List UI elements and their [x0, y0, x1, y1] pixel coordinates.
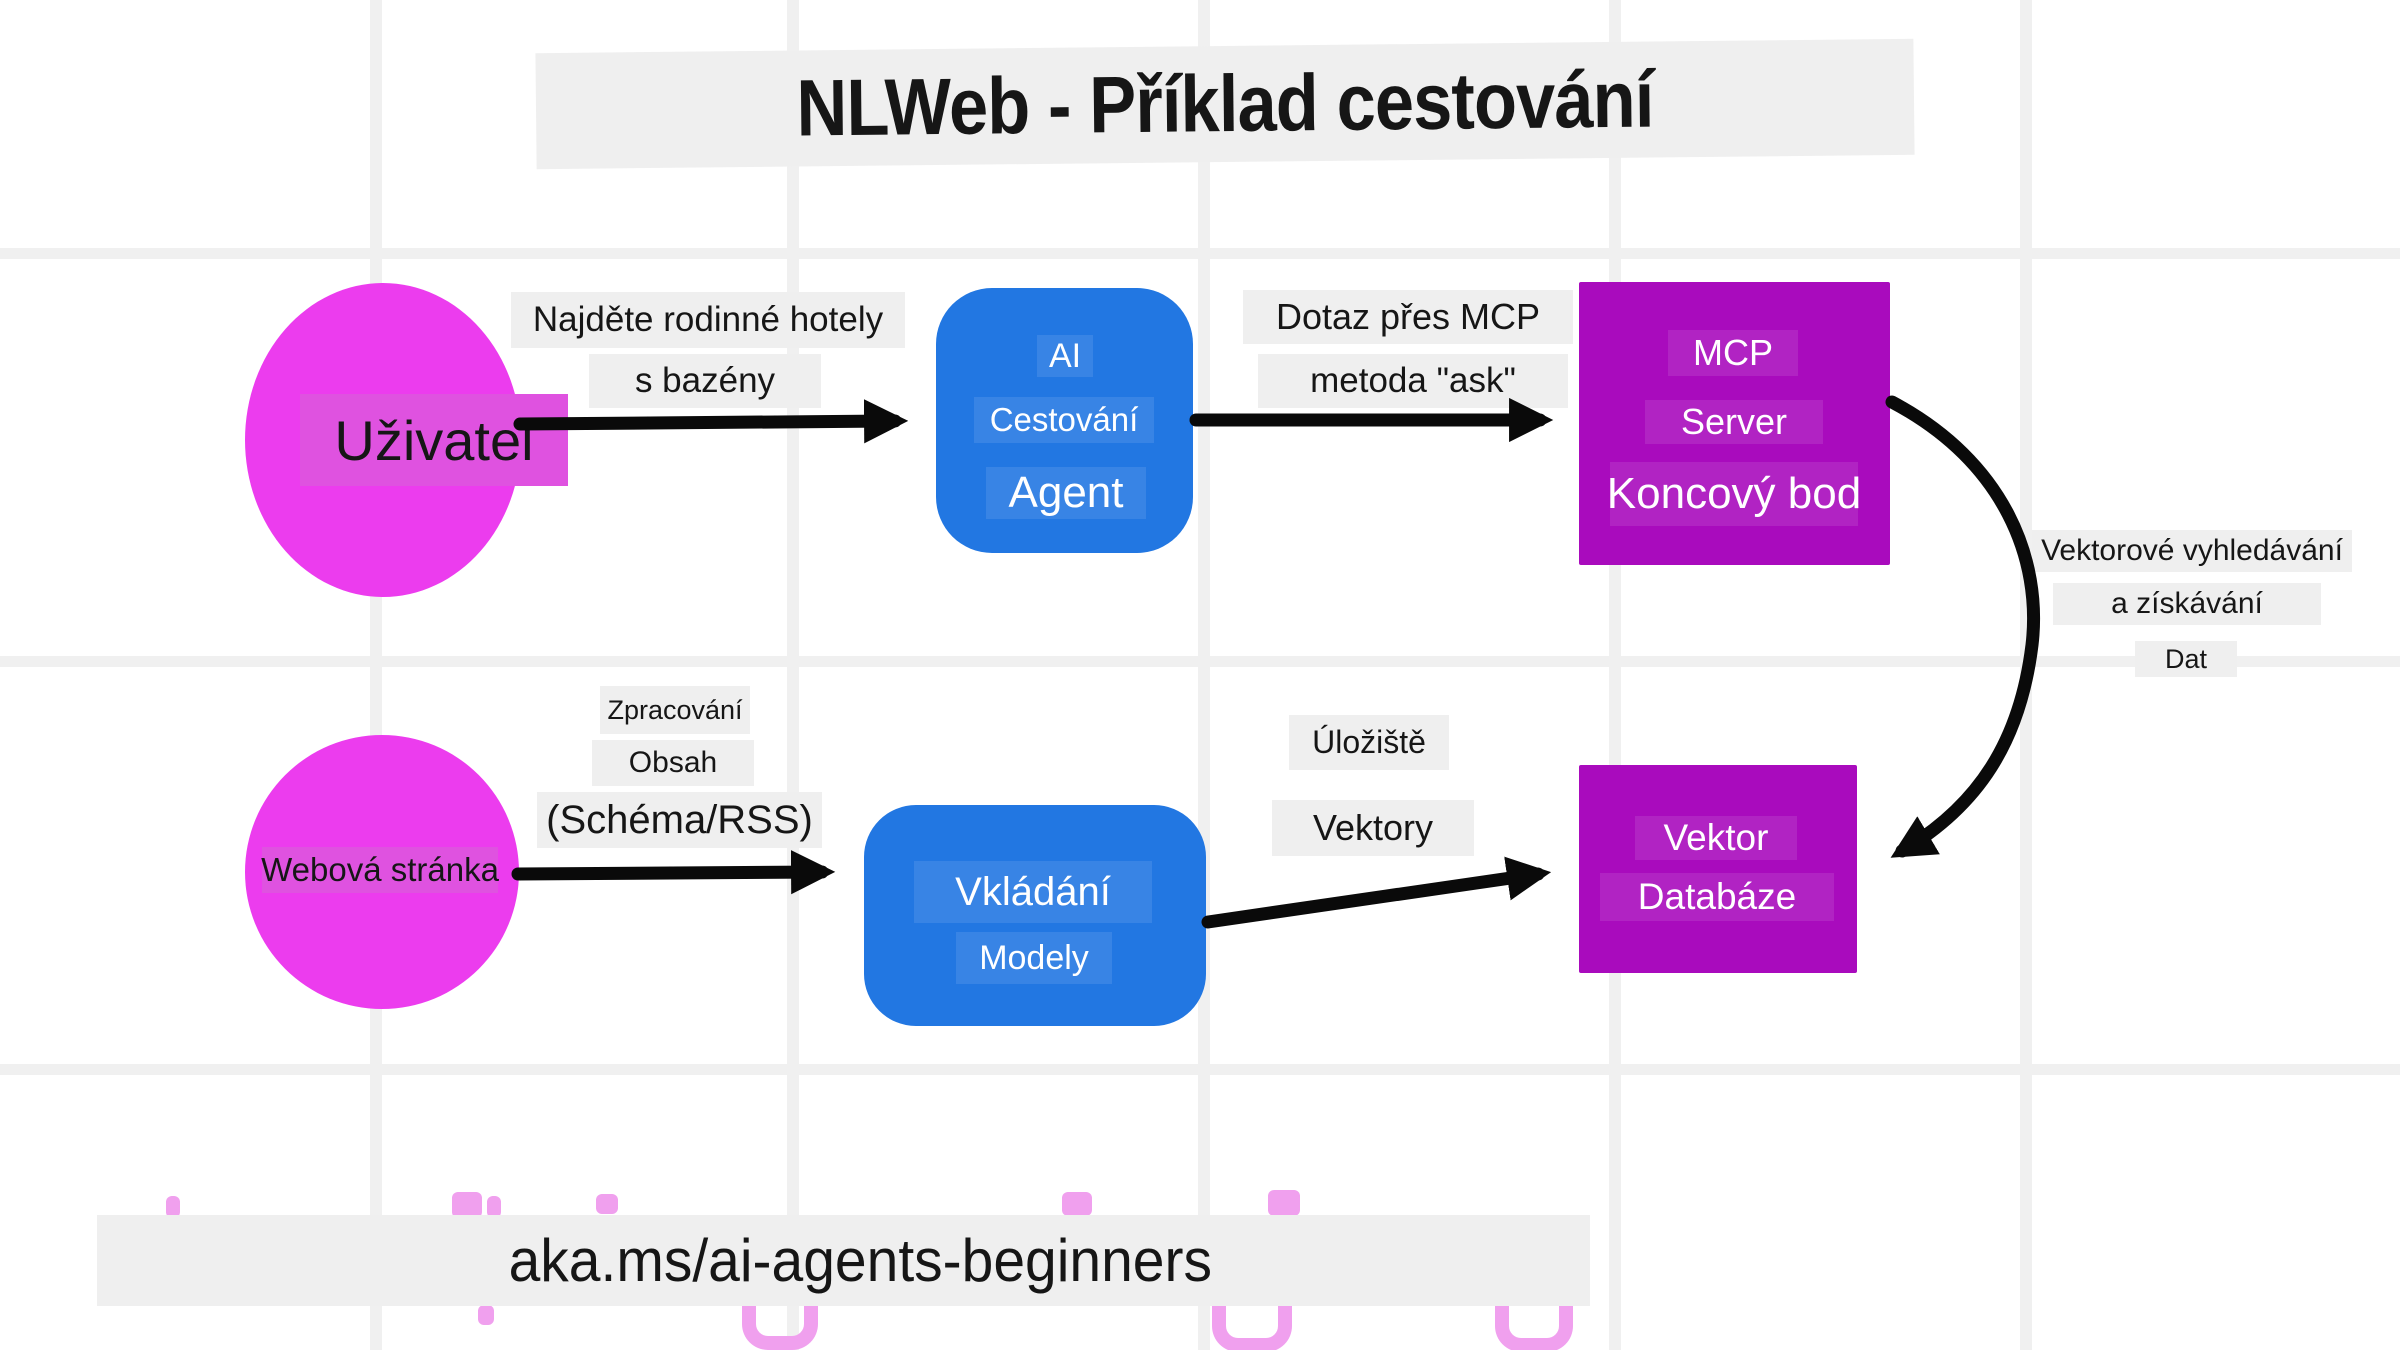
vector-db-box: Vektor Databáze: [1579, 765, 1857, 973]
website-label: Webová stránka: [261, 851, 499, 888]
edge-mcp-db-line2-text: a získávání: [2111, 587, 2263, 620]
edge-embedding-db-line2-text: Vektory: [1312, 807, 1434, 848]
embedding-line1: Vkládání: [955, 869, 1111, 914]
watermark-fragment: [1212, 1298, 1292, 1350]
edge-agent-mcp-line1: Dotaz přes MCP: [1243, 290, 1573, 344]
edge-embedding-db-line1: Úložiště: [1289, 715, 1449, 770]
edge-agent-mcp-line2-text: metoda "ask": [1310, 361, 1516, 400]
website-label-band: Webová stránka: [261, 847, 499, 893]
ai-agent-line3-band: Agent: [986, 467, 1146, 519]
arrow-mcp-to-db-curve: [1885, 395, 2041, 858]
user-label-band: Uživatel: [300, 394, 568, 486]
grid-horizontal-line: [0, 248, 2400, 259]
mcp-line3: Koncový bod: [1606, 469, 1862, 518]
grid-horizontal-line: [0, 1064, 2400, 1075]
mcp-line3-band: Koncový bod: [1606, 462, 1862, 526]
arrow-user-to-agent: [513, 399, 909, 444]
edge-website-embedding-line3: (Schéma/RSS): [537, 792, 822, 848]
edge-embedding-db-line2: Vektory: [1272, 800, 1474, 856]
watermark-fragment: [1062, 1192, 1092, 1216]
vector-db-line2-band: Databáze: [1600, 873, 1834, 921]
edge-agent-mcp-line1-text: Dotaz přes MCP: [1275, 296, 1541, 337]
edge-user-agent-line1: Najděte rodinné hotely: [511, 292, 905, 348]
ai-agent-box: AI Cestování Agent: [936, 288, 1193, 553]
grid-vertical-line: [1198, 0, 1210, 1350]
edge-mcp-db-line2: a získávání: [2053, 583, 2321, 625]
ai-agent-line2: Cestování: [989, 401, 1139, 438]
edge-embedding-db-line1-text: Úložiště: [1312, 724, 1426, 760]
embedding-box: Vkládání Modely: [864, 805, 1206, 1026]
embedding-line2-band: Modely: [956, 932, 1112, 984]
ai-agent-line3: Agent: [1008, 468, 1124, 517]
watermark-fragment: [742, 1298, 818, 1350]
footer-url: aka.ms/ai-agents-beginners: [508, 1227, 1213, 1294]
vector-db-line2: Databáze: [1637, 876, 1797, 917]
footer-band: aka.ms/ai-agents-beginners: [97, 1215, 1590, 1306]
mcp-line1-band: MCP: [1668, 330, 1798, 376]
arrow-website-to-embedding: [511, 850, 836, 895]
edge-website-embedding-line1-text: Zpracování: [607, 694, 743, 725]
ai-agent-line2-band: Cestování: [974, 397, 1154, 443]
mcp-line2-band: Server: [1645, 400, 1823, 444]
edge-mcp-db-line3-text: Dat: [2164, 643, 2208, 674]
vector-db-line1-band: Vektor: [1635, 816, 1797, 860]
edge-mcp-db-line1: Vektorové vyhledávání: [2032, 530, 2352, 572]
mcp-line1: MCP: [1693, 332, 1773, 373]
edge-website-embedding-line2: Obsah: [592, 740, 754, 786]
user-label: Uživatel: [334, 408, 534, 472]
edge-website-embedding-line3-text: (Schéma/RSS): [546, 797, 813, 842]
edge-website-embedding-line1: Zpracování: [600, 686, 750, 734]
watermark-fragment: [166, 1196, 180, 1218]
embedding-line1-band: Vkládání: [914, 861, 1152, 923]
vector-db-line1: Vektor: [1663, 817, 1769, 858]
watermark-fragment: [478, 1305, 494, 1325]
edge-mcp-db-line1-text: Vektorové vyhledávání: [2041, 534, 2343, 567]
edge-website-embedding-line2-text: Obsah: [628, 746, 718, 779]
embedding-line2: Modely: [979, 938, 1089, 977]
mcp-server-box: MCP Server Koncový bod: [1579, 282, 1890, 565]
mcp-line2: Server: [1680, 401, 1788, 442]
edge-user-agent-line2-text: s bazény: [634, 361, 776, 400]
edge-user-agent-line1-text: Najděte rodinné hotely: [532, 300, 884, 339]
watermark-fragment: [487, 1196, 501, 1218]
arrow-embedding-to-db: [1201, 856, 1552, 929]
edge-user-agent-line2: s bazény: [589, 354, 821, 408]
ai-agent-line1-band: AI: [1037, 335, 1093, 377]
watermark-fragment: [1495, 1298, 1573, 1350]
watermark-fragment: [452, 1192, 482, 1218]
watermark-fragment: [1268, 1190, 1300, 1216]
watermark-fragment: [596, 1194, 618, 1214]
grid-horizontal-line: [0, 656, 2400, 667]
ai-agent-line1: AI: [1048, 336, 1082, 375]
edge-mcp-db-line3: Dat: [2135, 641, 2237, 677]
